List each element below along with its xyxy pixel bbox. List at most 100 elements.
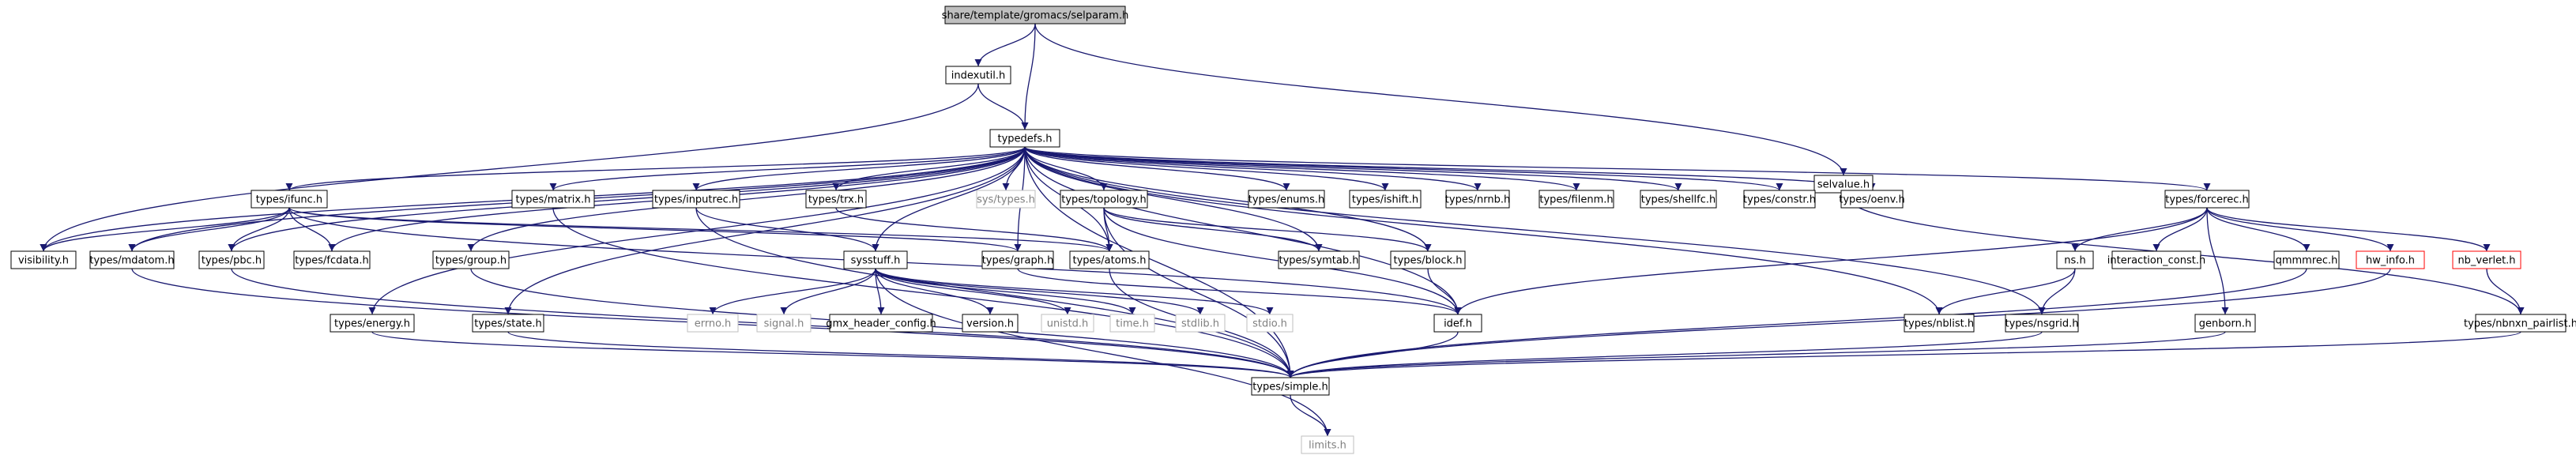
node-trx[interactable]: types/trx.h bbox=[805, 190, 867, 209]
node-fcdata[interactable]: types/fcdata.h bbox=[293, 250, 371, 269]
node-label-typedefs: typedefs.h bbox=[997, 134, 1052, 145]
node-box-enums bbox=[1248, 190, 1325, 209]
edge-energy-to-simple bbox=[371, 331, 1294, 378]
node-topology[interactable]: types/topology.h bbox=[1060, 190, 1148, 209]
node-nrnb[interactable]: types/nrnb.h bbox=[1445, 190, 1510, 209]
edge-sysstuff-to-stdio bbox=[875, 268, 1274, 315]
edge-forcerec-to-idef bbox=[1454, 207, 2208, 315]
node-constr[interactable]: types/constr.h bbox=[1743, 190, 1816, 209]
node-stdlib: stdlib.h bbox=[1175, 314, 1226, 333]
node-label-nblist: types/nblist.h bbox=[1904, 318, 1974, 330]
node-box-symtab bbox=[1278, 250, 1360, 269]
node-typedefs[interactable]: typedefs.h bbox=[989, 129, 1060, 148]
node-block[interactable]: types/block.h bbox=[1390, 250, 1466, 269]
node-box-selparam bbox=[944, 6, 1126, 24]
node-label-errno: errno.h bbox=[695, 318, 732, 330]
node-shellfc[interactable]: types/shellfc.h bbox=[1640, 190, 1717, 209]
node-inputrec[interactable]: types/inputrec.h bbox=[652, 190, 740, 209]
node-box-stdio bbox=[1246, 314, 1294, 333]
node-box-filenm bbox=[1538, 190, 1614, 209]
node-gmxheader[interactable]: gmx_header_config.h bbox=[826, 314, 936, 333]
node-nsgrid[interactable]: types/nsgrid.h bbox=[2005, 314, 2079, 333]
node-version[interactable]: version.h bbox=[962, 314, 1019, 333]
node-label-oenv: types/oenv.h bbox=[1839, 194, 1904, 206]
node-hwinfo[interactable]: hw_info.h bbox=[2356, 250, 2425, 269]
node-box-stdlib bbox=[1175, 314, 1226, 333]
node-label-qmmmrec: qmmmrec.h bbox=[2276, 255, 2338, 267]
node-box-nbnxn bbox=[2475, 314, 2567, 333]
node-enums[interactable]: types/enums.h bbox=[1248, 190, 1325, 209]
edge-selparam-to-selvalue bbox=[1034, 23, 1847, 176]
node-label-visibility: visibility.h bbox=[18, 255, 69, 267]
node-nblist[interactable]: types/nblist.h bbox=[1904, 314, 1975, 333]
node-ishift[interactable]: types/ishift.h bbox=[1349, 190, 1422, 209]
node-box-systypes bbox=[976, 190, 1036, 209]
edge-typedefs-to-inputrec bbox=[692, 146, 1026, 191]
node-label-group: types/group.h bbox=[435, 255, 507, 267]
node-box-constr bbox=[1743, 190, 1816, 209]
node-unistd: unistd.h bbox=[1041, 314, 1094, 333]
node-ns[interactable]: ns.h bbox=[2056, 250, 2094, 269]
edge-selparam-to-indexutil bbox=[974, 23, 1036, 67]
node-mdatom[interactable]: types/mdatom.h bbox=[89, 250, 175, 269]
node-ifunc[interactable]: types/ifunc.h bbox=[250, 190, 328, 209]
node-oenv[interactable]: types/oenv.h bbox=[1839, 190, 1905, 209]
node-filenm[interactable]: types/filenm.h bbox=[1538, 190, 1614, 209]
node-label-version: version.h bbox=[966, 318, 1014, 330]
node-label-symtab: types/symtab.h bbox=[1279, 255, 1358, 267]
node-graph[interactable]: types/graph.h bbox=[981, 250, 1054, 269]
node-label-selvalue: selvalue.h bbox=[1817, 179, 1870, 191]
node-box-trx bbox=[805, 190, 867, 209]
node-box-energy bbox=[330, 314, 415, 333]
node-visibility[interactable]: visibility.h bbox=[10, 250, 77, 269]
edge-forcerec-to-ns bbox=[2071, 207, 2208, 252]
node-selparam[interactable]: share/template/gromacs/selparam.h bbox=[942, 6, 1129, 24]
edge-sysstuff-to-signal bbox=[780, 268, 876, 315]
edge-typedefs-to-enums bbox=[1024, 146, 1290, 191]
node-genborn[interactable]: genborn.h bbox=[2194, 314, 2256, 333]
edge-qmmmrec-to-simple bbox=[1286, 268, 2307, 378]
node-label-stdio: stdio.h bbox=[1252, 318, 1287, 330]
node-time: time.h bbox=[1109, 314, 1155, 333]
node-matrix[interactable]: types/matrix.h bbox=[511, 190, 595, 209]
edge-typedefs-to-shellfc bbox=[1024, 146, 1682, 191]
node-box-idef bbox=[1433, 314, 1482, 333]
node-label-ishift: types/ishift.h bbox=[1352, 194, 1418, 206]
node-box-signal bbox=[756, 314, 812, 333]
node-qmmmrec[interactable]: qmmmrec.h bbox=[2273, 250, 2340, 269]
node-box-gmxheader bbox=[829, 314, 933, 333]
node-label-simple: types/simple.h bbox=[1252, 382, 1328, 393]
node-simple[interactable]: types/simple.h bbox=[1251, 377, 1330, 396]
edge-matrix-to-simple bbox=[552, 207, 1294, 378]
node-label-state: types/state.h bbox=[474, 318, 542, 330]
edge-forcerec-to-qmmmrec bbox=[2206, 207, 2310, 252]
node-nbverlet[interactable]: nb_verlet.h bbox=[2452, 250, 2521, 269]
node-energy[interactable]: types/energy.h bbox=[330, 314, 415, 333]
edge-topology-to-simple bbox=[1103, 207, 1294, 378]
edge-typedefs-to-constr bbox=[1024, 146, 1783, 191]
node-state[interactable]: types/state.h bbox=[472, 314, 544, 333]
node-forcerec[interactable]: types/forcerec.h bbox=[2164, 190, 2250, 209]
node-label-ifunc: types/ifunc.h bbox=[256, 194, 322, 206]
node-label-nsgrid: types/nsgrid.h bbox=[2005, 318, 2078, 330]
node-pbc[interactable]: types/pbc.h bbox=[198, 250, 265, 269]
node-limits: limits.h bbox=[1301, 435, 1354, 454]
edge-typedefs-to-pbc bbox=[228, 146, 1026, 252]
node-label-indexutil: indexutil.h bbox=[951, 70, 1006, 82]
node-label-pbc: types/pbc.h bbox=[201, 255, 262, 267]
node-box-indexutil bbox=[945, 66, 1011, 85]
node-atoms[interactable]: types/atoms.h bbox=[1069, 250, 1150, 269]
node-sysstuff[interactable]: sysstuff.h bbox=[843, 250, 908, 269]
edge-simple-to-limits bbox=[1290, 394, 1331, 437]
node-label-genborn: genborn.h bbox=[2199, 318, 2251, 330]
node-indexutil[interactable]: indexutil.h bbox=[945, 66, 1011, 85]
node-label-fcdata: types/fcdata.h bbox=[295, 255, 369, 267]
node-group[interactable]: types/group.h bbox=[432, 250, 510, 269]
node-box-matrix bbox=[511, 190, 595, 209]
node-symtab[interactable]: types/symtab.h bbox=[1278, 250, 1360, 269]
node-nbnxn[interactable]: types/nbnxn_pairlist.h bbox=[2464, 314, 2576, 333]
node-idef[interactable]: idef.h bbox=[1433, 314, 1482, 333]
node-interaction[interactable]: interaction_const.h bbox=[2107, 250, 2205, 269]
node-box-visibility bbox=[10, 250, 77, 269]
